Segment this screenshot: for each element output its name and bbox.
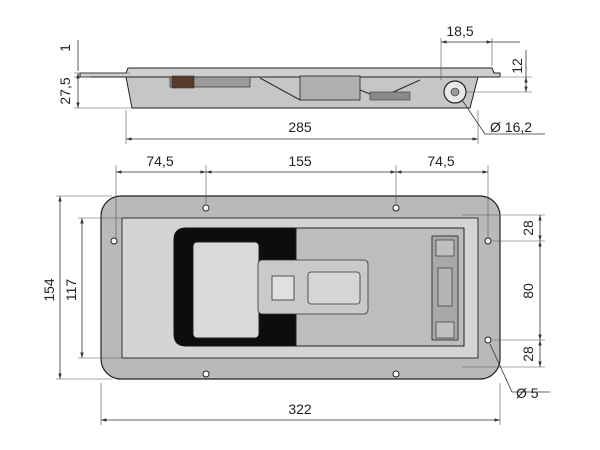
mount-hole-right-bottom — [484, 336, 492, 344]
mount-hole-top-right — [392, 204, 400, 212]
front-slot-right — [307, 271, 361, 305]
dim-right-top: 28 — [520, 220, 536, 236]
dim-side-hole-diameter: Ø 16,2 — [490, 119, 532, 135]
front-slot — [271, 275, 295, 301]
mount-hole-bottom-left — [202, 370, 210, 378]
front-latch-middle — [437, 267, 453, 307]
front-latch-hinge-bottom — [435, 321, 455, 339]
mount-hole-right-top — [484, 237, 492, 245]
dim-top-left: 74,5 — [146, 153, 173, 169]
dim-side-hole-vertical: 12 — [509, 58, 525, 74]
dim-total-width: 322 — [288, 401, 312, 417]
mount-hole-bottom-right — [392, 370, 400, 378]
mount-hole-top-left — [202, 204, 210, 212]
side-view — [79, 67, 501, 109]
dim-right-middle: 80 — [520, 283, 536, 299]
dim-right-bottom: 28 — [520, 346, 536, 362]
dim-total-height: 154 — [41, 278, 57, 302]
side-handle-grip — [171, 75, 195, 89]
side-latch-block — [299, 75, 361, 101]
dim-side-tab: 1 — [57, 44, 73, 52]
front-view — [100, 195, 501, 380]
side-dimensions: 27,5 1 18,5 12 285 Ø 16,2 — [57, 23, 545, 144]
dim-inner-height: 117 — [63, 279, 79, 302]
front-latch-hinge-top — [435, 239, 455, 257]
dim-hole-diameter: Ø 5 — [516, 385, 539, 401]
side-spring — [369, 91, 411, 101]
dim-side-length: 285 — [288, 119, 312, 135]
dim-top-right: 74,5 — [427, 153, 454, 169]
dim-top-middle: 155 — [288, 153, 312, 169]
side-flange — [79, 67, 501, 78]
side-handle — [169, 76, 251, 88]
front-dimensions: 74,5 155 74,5 154 117 28 80 28 Ø 5 322 — [41, 153, 550, 425]
dim-side-height: 27,5 — [57, 77, 73, 104]
side-pivot-pin — [450, 87, 460, 97]
dim-side-hole-offset: 18,5 — [446, 23, 473, 39]
mount-hole-left — [110, 237, 118, 245]
front-paddle — [192, 241, 260, 339]
